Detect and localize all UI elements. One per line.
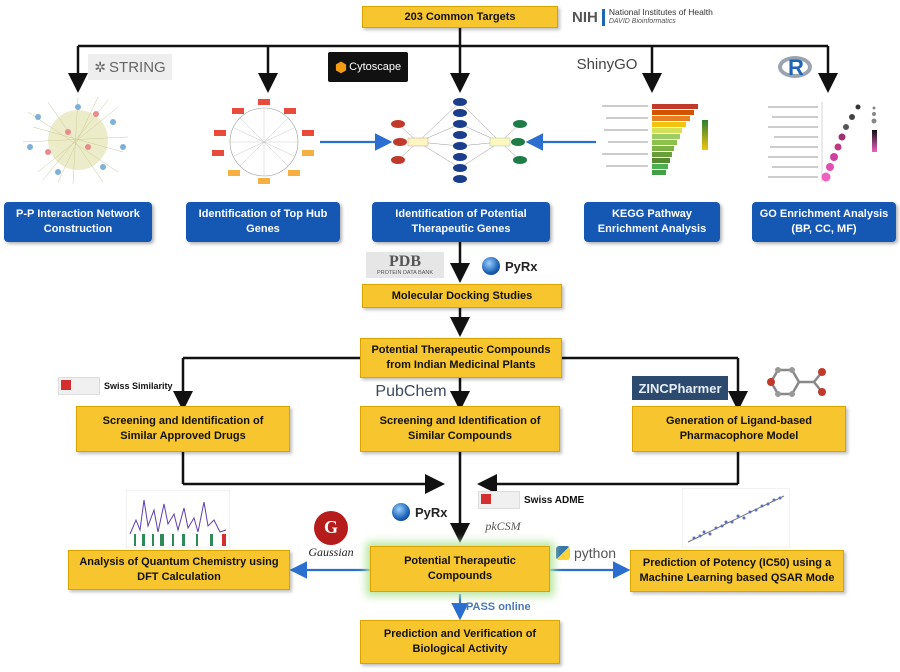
pyrx-icon: [392, 503, 410, 521]
go-enrichment-image: [768, 102, 877, 182]
string-logo: ✲ STRING: [88, 54, 172, 80]
go-box: GO Enrichment Analysis (BP, CC, MF): [752, 202, 896, 242]
pkcsm-label: pkCSM: [485, 518, 521, 533]
r-ring-icon: [778, 56, 812, 78]
pyrx-label: PyRx: [415, 504, 448, 520]
ppi-network-image: [22, 96, 129, 185]
pdb-sublabel: PROTEIN DATA BANK: [376, 269, 434, 276]
cytoscape-logo: ⬢ Cytoscape: [328, 52, 408, 82]
pharmacophore-box: Generation of Ligand-based Pharmacophore…: [632, 406, 846, 452]
gaussian-logo: G Gaussian: [298, 508, 364, 562]
python-label: python: [574, 545, 617, 561]
hub-genes-box: Identification of Top Hub Genes: [186, 202, 340, 242]
potential-genes-network-image: [391, 98, 527, 183]
common-targets-box: 203 Common Targets: [362, 6, 558, 28]
gaussian-icon: G: [314, 510, 348, 545]
dft-box: Analysis of Quantum Chemistry using DFT …: [68, 550, 290, 590]
nih-logo: NIH National Institutes of Health DAVID …: [572, 4, 740, 30]
potency-qsar-box: Prediction of Potency (IC50) using a Mac…: [630, 550, 844, 592]
python-logo: python: [556, 542, 630, 564]
gaussian-label: Gaussian: [308, 544, 354, 559]
nih-abbr: NIH: [572, 8, 605, 26]
swiss-similarity-logo: Swiss Similarity: [58, 376, 186, 396]
cytoscape-label: Cytoscape: [349, 61, 402, 73]
ligand-molecule-image: [767, 367, 826, 397]
string-label: STRING: [109, 58, 166, 76]
sib-icon: [58, 377, 100, 395]
qsar-scatter-image: [682, 488, 790, 548]
pubchem-label: PubChem: [375, 383, 447, 400]
string-icon: ✲: [94, 58, 107, 75]
nih-sub: DAVID Bioinformatics: [608, 18, 676, 25]
swiss-adme-logo: Swiss ADME: [478, 490, 590, 510]
zincpharmer-label: ZINCPharmer: [638, 380, 722, 396]
similar-drugs-box: Screening and Identification of Similar …: [76, 406, 290, 452]
nih-name: National Institutes of Health: [608, 7, 713, 17]
swiss-adme-label: Swiss ADME: [524, 494, 585, 506]
swiss-similarity-label: Swiss Similarity: [104, 381, 173, 391]
biological-activity-box: Prediction and Verification of Biologica…: [360, 620, 560, 664]
docking-box: Molecular Docking Studies: [362, 284, 562, 308]
pyrx-icon: [482, 257, 500, 275]
shinygo-label: ShinyGO: [576, 55, 638, 73]
pubchem-logo: PubChem: [366, 380, 456, 404]
r-label: R: [788, 55, 804, 80]
pkcsm-logo: pkCSM: [478, 516, 528, 536]
pass-online-label: PASS online: [466, 601, 531, 613]
kegg-enrichment-image: [598, 98, 718, 192]
similar-compounds-box: Screening and Identification of Similar …: [360, 406, 560, 452]
hub-genes-network-image: [212, 99, 314, 184]
pass-online-logo: PASS online: [466, 598, 550, 616]
potential-genes-box: Identification of Potential Therapeutic …: [372, 202, 550, 242]
pyrx-logo-top: PyRx: [482, 254, 552, 278]
therapeutic-compounds-box: Potential Therapeutic Compounds: [370, 546, 550, 592]
pyrx-label: PyRx: [505, 258, 538, 274]
zincpharmer-logo: ZINCPharmer: [632, 376, 728, 400]
python-icon: [556, 546, 570, 560]
plant-compounds-box: Potential Therapeutic Compounds from Ind…: [360, 338, 562, 378]
ppi-network-box: P-P Interaction Network Construction: [4, 202, 152, 242]
shinygo-logo: ShinyGO: [568, 52, 646, 76]
r-logo: R: [776, 52, 816, 84]
dft-spectrum-image: [126, 490, 230, 548]
sib-icon: [478, 491, 520, 509]
pdb-label: PDB: [389, 252, 421, 270]
pyrx-logo-bottom: PyRx: [392, 500, 462, 524]
pdb-logo: PDB PROTEIN DATA BANK: [366, 252, 444, 278]
cytoscape-icon: ⬢: [334, 58, 348, 75]
kegg-box: KEGG Pathway Enrichment Analysis: [584, 202, 720, 242]
